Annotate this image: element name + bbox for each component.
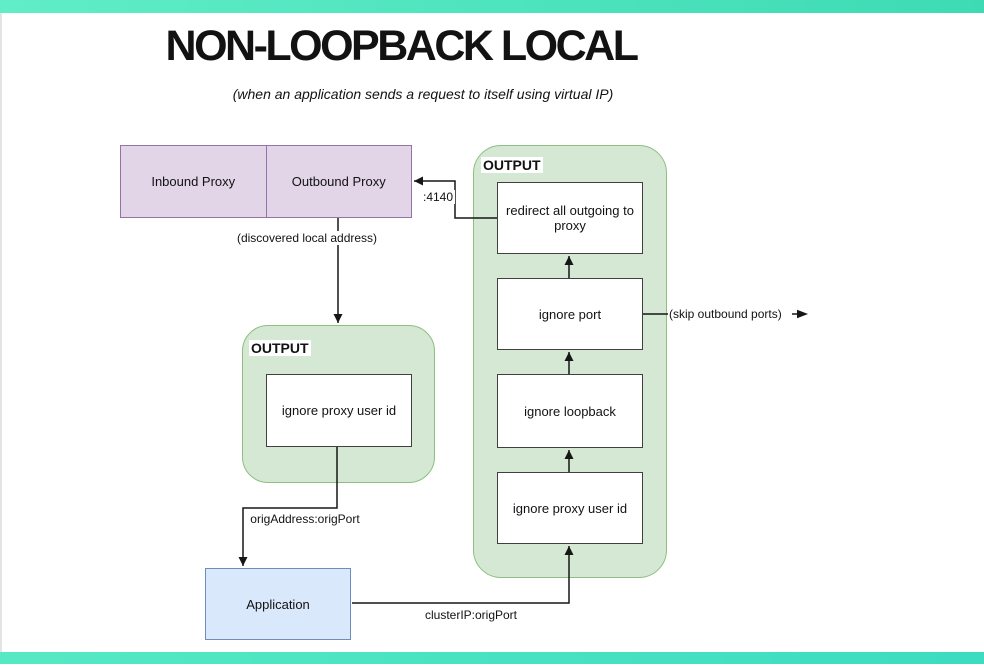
inbound-proxy-label: Inbound Proxy xyxy=(151,174,236,189)
frame-top-bar xyxy=(0,0,984,13)
skip-outbound-arrowhead-icon xyxy=(797,309,808,319)
rule-node-ignore-proxy-user-id: ignore proxy user id xyxy=(497,472,643,544)
rule-node-ignore-loopback: ignore loopback xyxy=(497,374,643,448)
main-output-chain-title: OUTPUT xyxy=(481,157,543,173)
rule-node-local-ignore-proxy-user-id: ignore proxy user id xyxy=(266,374,412,447)
edge-label-skip-outbound-ports: (skip outbound ports) xyxy=(669,307,782,321)
edge-label-discovered-local-address: (discovered local address) xyxy=(234,231,380,245)
application-node: Application xyxy=(205,568,351,640)
local-output-chain-title: OUTPUT xyxy=(249,340,311,356)
edge-label-orig-address-port: origAddress:origPort xyxy=(248,512,362,526)
outbound-proxy-node: Outbound Proxy xyxy=(265,146,412,217)
frame-bottom-bar xyxy=(0,652,984,664)
inbound-proxy-node: Inbound Proxy xyxy=(121,146,266,217)
page-left-edge xyxy=(0,13,2,652)
rule-node-redirect-all-outgoing: redirect all outgoing to proxy xyxy=(497,182,643,254)
diagram-subtitle: (when an application sends a request to … xyxy=(232,86,614,102)
outbound-proxy-label: Outbound Proxy xyxy=(291,174,386,189)
edge-label-cluster-ip-port: clusterIP:origPort xyxy=(422,608,520,622)
proxy-pair-node: Inbound Proxy Outbound Proxy xyxy=(120,145,412,218)
rule-node-ignore-port: ignore port xyxy=(497,278,643,350)
diagram-title: NON-LOOPBACK LOCAL xyxy=(165,22,639,70)
edge-label-proxy-port: :4140 xyxy=(421,190,456,204)
